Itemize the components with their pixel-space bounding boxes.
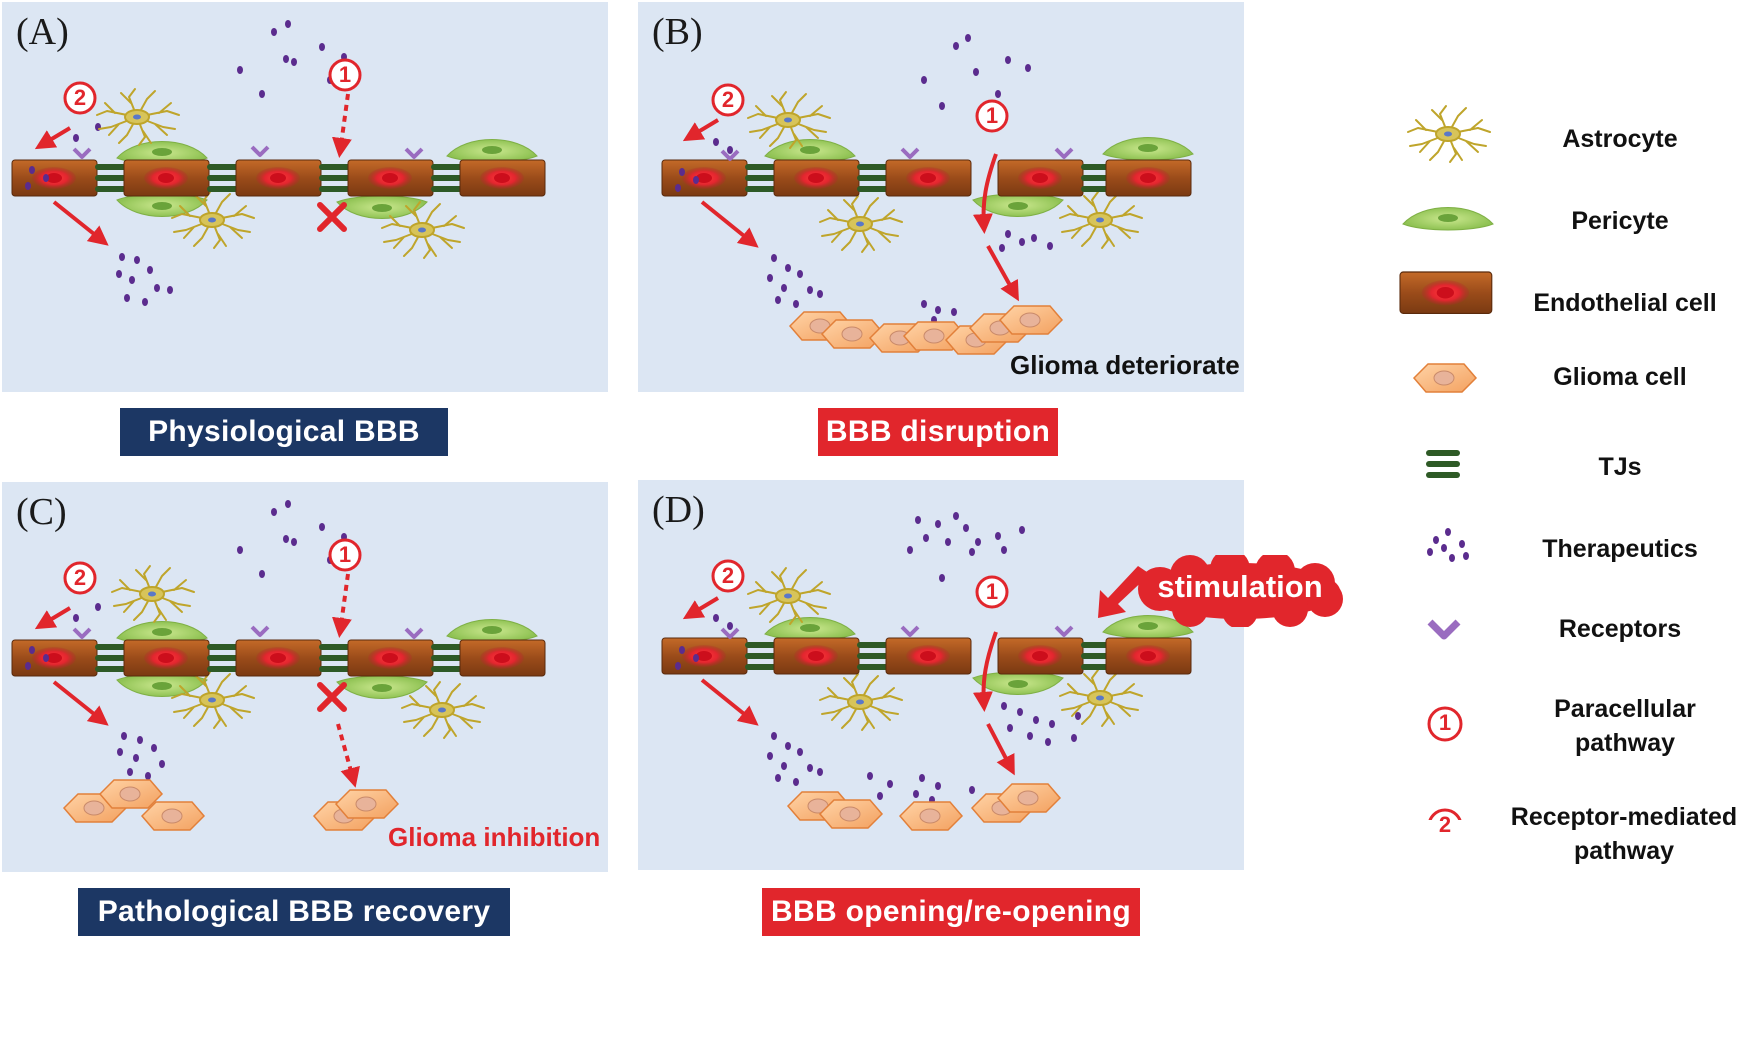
panel-b-diagram — [661, 34, 1194, 355]
caption-bbb-disruption: BBB disruption — [818, 408, 1058, 456]
legend-receptors: Receptors — [1558, 615, 1682, 643]
marker-paracellular: 1 — [985, 103, 999, 128]
legend-receptor-icon — [1427, 619, 1461, 640]
legend-paracellular-pathway: Paracellular pathway — [1510, 692, 1740, 760]
legend-paracellular-icon — [1427, 706, 1463, 742]
panel-c-diagram — [11, 500, 546, 831]
legend-icons — [1399, 105, 1494, 820]
panel-b: (B) 2 1 Glioma deteriorate — [638, 2, 1244, 392]
marker-receptor-mediated: 2 — [721, 563, 735, 588]
panel-d-label: (D) — [652, 489, 705, 531]
note-glioma-deteriorate: Glioma deteriorate — [1010, 350, 1240, 380]
panel-a-diagram — [11, 20, 546, 306]
legend-endothelial-icon — [1399, 271, 1493, 314]
marker-paracellular: 1 — [985, 579, 999, 604]
panel-d: (D) 2 1 — [638, 480, 1244, 870]
panel-a: (A) 2 1 — [2, 2, 608, 392]
caption-pathological-bbb-recovery: Pathological BBB recovery — [78, 888, 510, 936]
caption-physiological-bbb: Physiological BBB — [120, 408, 448, 456]
legend-pericyte: Pericyte — [1571, 207, 1669, 235]
legend-marker-two: 2 — [1438, 812, 1452, 837]
marker-receptor-mediated: 2 — [73, 565, 87, 590]
stimulation-label: stimulation — [1157, 569, 1323, 604]
legend-receptor-mediated-line1: Receptor-mediated — [1510, 803, 1738, 831]
legend-tjs: TJs — [1598, 453, 1642, 481]
marker-receptor-mediated: 2 — [721, 87, 735, 112]
panel-c: (C) 2 1 Glioma inhibition — [2, 482, 608, 872]
panel-c-label: (C) — [16, 491, 67, 533]
panel-d-diagram — [661, 512, 1194, 831]
legend-receptor-mediated-line2: pathway — [1573, 837, 1675, 865]
legend-endothelial-cell: Endothelial cell — [1533, 289, 1717, 317]
marker-receptor-mediated: 2 — [73, 85, 87, 110]
legend-astrocyte-icon — [1407, 105, 1491, 163]
panel-a-label: (A) — [16, 11, 69, 53]
note-glioma-inhibition: Glioma inhibition — [388, 822, 601, 852]
legend-receptor-mediated-icon — [1428, 808, 1462, 820]
legend-paracellular-line2: pathway — [1574, 729, 1676, 757]
legend-marker-one: 1 — [1438, 710, 1452, 735]
caption-bbb-opening: BBB opening/re-opening — [762, 888, 1140, 936]
legend-glioma-cell: Glioma cell — [1553, 363, 1687, 391]
legend-paracellular-line1: Paracellular — [1554, 695, 1696, 723]
marker-paracellular: 1 — [338, 542, 352, 567]
legend-receptor-mediated-pathway: Receptor-mediated pathway — [1498, 800, 1750, 868]
legend-tj-icon — [1426, 450, 1460, 478]
legend-astrocyte: Astrocyte — [1562, 125, 1678, 153]
legend-pericyte-icon — [1402, 207, 1494, 231]
stimulation-cloud — [1138, 555, 1343, 627]
panel-b-label: (B) — [652, 11, 703, 53]
legend-therapeutics: Therapeutics — [1542, 535, 1698, 563]
marker-paracellular: 1 — [338, 62, 352, 87]
legend-glioma-icon — [1413, 363, 1477, 393]
legend-therapeutics-icon — [1427, 528, 1469, 562]
